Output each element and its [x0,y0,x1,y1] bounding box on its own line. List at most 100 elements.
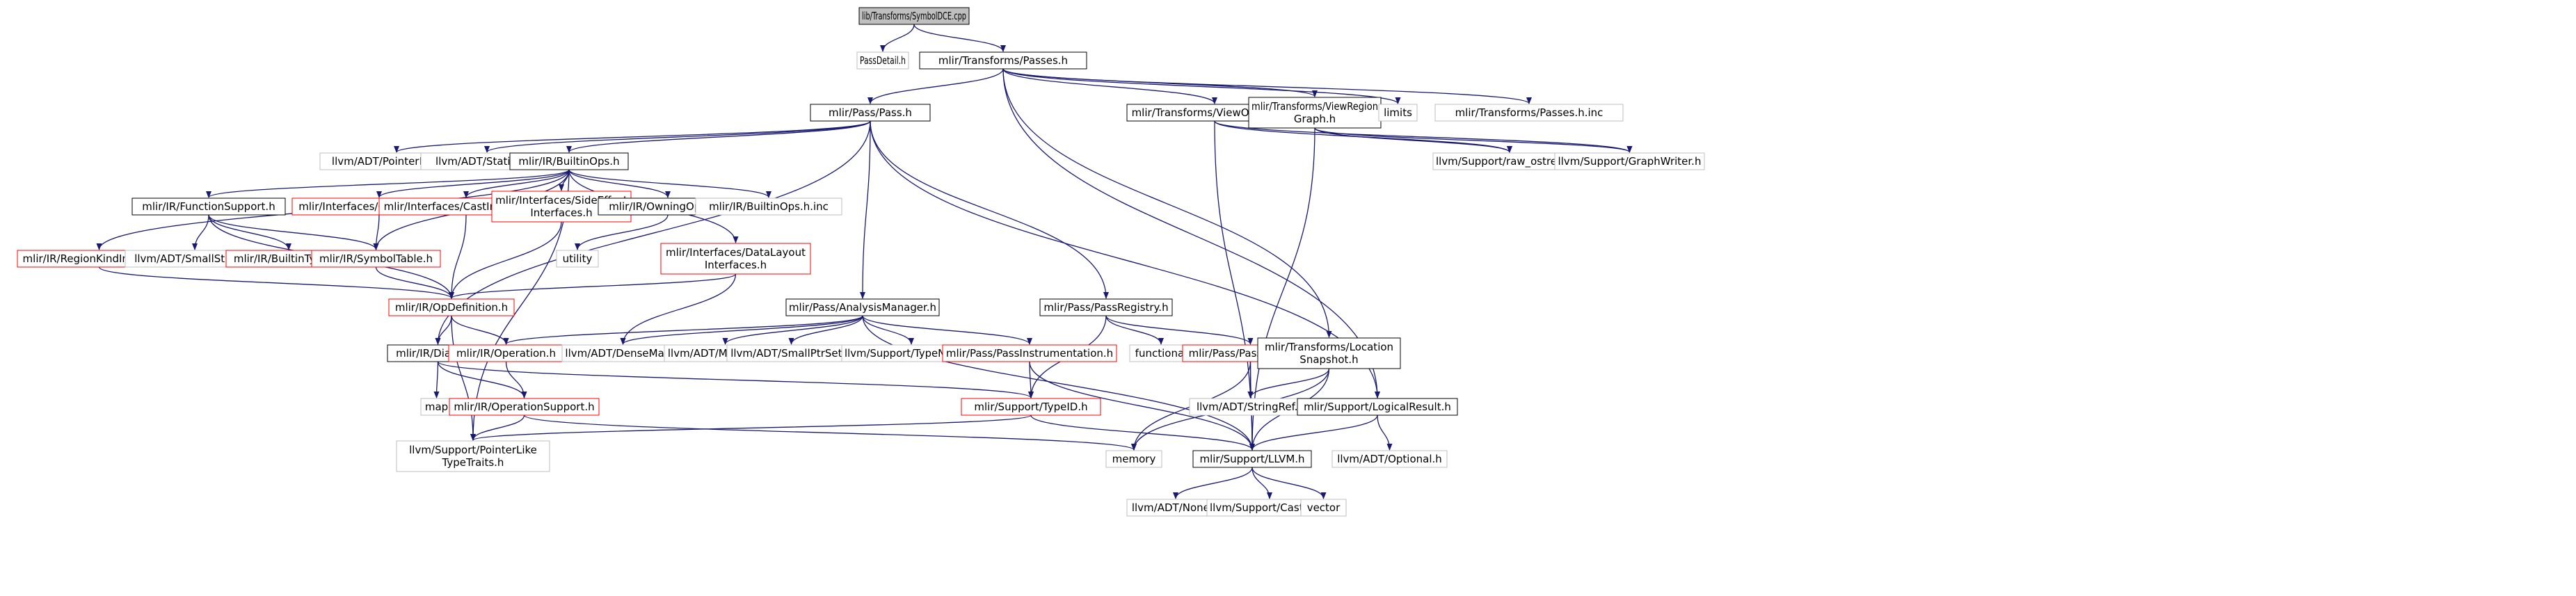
node-operation[interactable]: mlir/IR/Operation.h [448,344,564,362]
node-passinstrumentation[interactable]: mlir/Pass/PassInstrumentation.h [942,344,1117,362]
edge-locationsnapshot-to-stringref [1247,368,1330,398]
edges-layer [96,24,1633,499]
node-functionsupport[interactable]: mlir/IR/FunctionSupport.h [131,198,286,216]
node-box [388,298,515,316]
edge-datalayout-to-opdefinition [449,273,737,299]
edge-typeid-to-llvmh [1030,414,1255,451]
edge-pass-to-analysismanager [860,120,871,299]
node-limits[interactable]: limits [1378,104,1418,122]
node-logicalresult[interactable]: mlir/Support/LogicalResult.h [1297,398,1458,416]
node-utility[interactable]: utility [556,250,599,268]
edge-operationsupport-to-pointerlike [470,414,525,441]
node-label: Snapshot.h [1299,353,1358,366]
node-label: vector [1307,501,1341,514]
node-label: TypeTraits.h [442,456,504,469]
node-box [561,344,685,362]
node-label: mlir/Support/LogicalResult.h [1304,401,1451,413]
edge-llvmh-to-none [1173,467,1253,499]
edge-llvmh-to-casting [1251,467,1272,499]
edge-viewregiongraph-to-graphwriter [1314,127,1633,153]
node-root[interactable]: lib/Transforms/SymbolDCE.cpp [858,7,970,25]
node-label: mlir/IR/FunctionSupport.h [142,200,275,213]
node-label: Interfaces.h [530,207,592,219]
node-builtinops[interactable]: mlir/IR/BuiltinOps.h [509,152,629,170]
node-label: mlir/Support/TypeID.h [974,401,1087,413]
node-label: mlir/IR/Operation.h [456,347,556,360]
node-box [856,51,909,70]
node-opdefinition[interactable]: mlir/IR/OpDefinition.h [388,298,515,316]
node-label: mlir/Pass/PassRegistry.h [1043,301,1168,314]
node-casting[interactable]: llvm/Support/Casting.h [1206,499,1333,517]
edge-pass-to-pointerintpair [394,120,871,153]
edge-pass-to-passregistry [870,120,1109,299]
node-label: lib/Transforms/SymbolDCE.cpp [862,10,966,22]
node-graphwriter[interactable]: llvm/Support/GraphWriter.h [1554,152,1705,170]
node-box [449,398,600,416]
node-label: llvm/ADT/DenseMap.h [565,347,680,360]
node-map[interactable]: map [420,398,453,416]
node-box [1434,104,1624,122]
edge-pass-to-builtinops [566,120,871,153]
edge-passes-to-viewopgraph [1002,68,1217,104]
node-stringref[interactable]: llvm/ADT/StringRef.h [1189,398,1312,416]
node-builtinopsinc[interactable]: mlir/IR/BuiltinOps.h.inc [695,198,842,216]
edge-pass-to-statistic [484,120,871,153]
node-label: llvm/Support/GraphWriter.h [1558,155,1702,168]
node-box [1331,450,1448,468]
edge-functionsupport-to-symboltable [208,214,379,250]
node-vector[interactable]: vector [1300,499,1347,517]
node-box [1192,450,1312,468]
edge-analysismanager-to-operation [503,315,863,345]
node-box [1105,450,1162,468]
node-label: llvm/ADT/Optional.h [1337,453,1442,465]
edge-dialect-to-typeid [437,361,1034,398]
node-passregistry[interactable]: mlir/Pass/PassRegistry.h [1039,298,1173,316]
node-symboltable[interactable]: mlir/IR/SymbolTable.h [311,250,441,268]
node-passes[interactable]: mlir/Transforms/Passes.h [919,51,1087,70]
node-label: llvm/ADT/None.h [1132,501,1219,514]
node-label: utility [563,252,593,265]
edge-builtinops-to-castinterfaces [463,169,570,198]
node-box [660,243,811,275]
node-box [695,198,842,216]
edge-viewopgraph-to-graphwriter [1214,120,1633,153]
edge-analysismanager-to-densemap [620,315,863,345]
node-passesinc[interactable]: mlir/Transforms/Passes.h.inc [1434,104,1624,122]
node-box [131,198,286,216]
node-label: Graph.h [1294,113,1336,125]
node-passdetail[interactable]: PassDetail.h [856,51,909,70]
node-none[interactable]: llvm/ADT/None.h [1126,499,1225,517]
node-box [556,250,599,268]
edge-passregistry-to-passoptions [1105,315,1254,345]
node-box [448,344,564,362]
node-box [1257,337,1401,369]
node-analysismanager[interactable]: mlir/Pass/AnalysisManager.h [785,298,940,316]
edge-opdefinition-to-dialect [435,315,452,345]
node-box [1378,104,1418,122]
node-densemap[interactable]: llvm/ADT/DenseMap.h [561,344,685,362]
node-memory[interactable]: memory [1105,450,1162,468]
edge-passinstrumentation-to-llvmh [1029,361,1255,451]
node-box [1554,152,1705,170]
node-box [785,298,940,316]
node-smallptrset[interactable]: llvm/ADT/SmallPtrSet.h [726,344,856,362]
node-typeid[interactable]: mlir/Support/TypeID.h [961,398,1101,416]
node-label: mlir/IR/OperationSupport.h [454,401,594,413]
edge-passes-to-passesinc [1002,68,1532,104]
node-label: mlir/Transforms/Passes.h [938,54,1068,67]
node-label: mlir/Interfaces/DataLayout [666,246,806,259]
node-llvmh[interactable]: mlir/Support/LLVM.h [1192,450,1312,468]
node-operationsupport[interactable]: mlir/IR/OperationSupport.h [449,398,600,416]
edge-castinterfaces-to-opdefinition [449,214,467,299]
node-pass[interactable]: mlir/Pass/Pass.h [810,104,931,122]
node-label: mlir/Transforms/Location [1265,341,1393,353]
edge-root-to-passdetail [880,24,915,52]
edge-symboltable-to-opdefinition [375,266,454,299]
node-box [1248,97,1382,129]
node-optional[interactable]: llvm/ADT/Optional.h [1331,450,1448,468]
node-box [942,344,1117,362]
